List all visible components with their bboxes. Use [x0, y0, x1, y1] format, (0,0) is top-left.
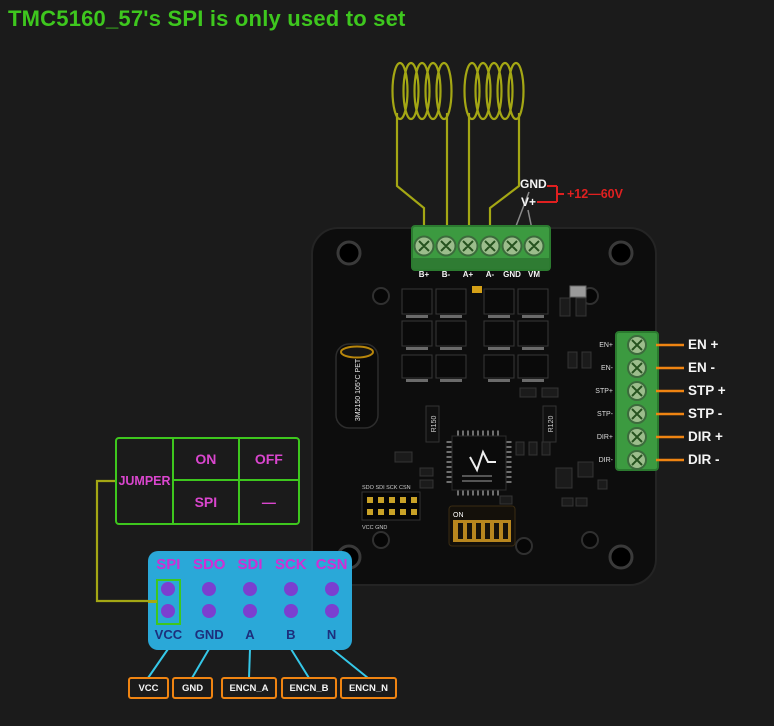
jumper-wire — [95, 479, 149, 603]
terminal-label-a-plus: A+ — [462, 270, 474, 279]
spi-pin-header: SDO SDI SCK CSN VCC GND — [361, 485, 421, 531]
voltage-range-label: +12—60V — [567, 187, 623, 201]
spi-col-label: SPI — [156, 556, 181, 573]
smd-parts — [394, 297, 608, 507]
chip-logo — [469, 449, 496, 473]
spi-pin-label: B — [286, 627, 296, 642]
pin-hole — [202, 604, 217, 618]
jumper-cell-off: OFF — [239, 439, 298, 481]
gnd-label: GND — [520, 177, 547, 191]
pin-hole — [324, 582, 339, 596]
driver-chip — [446, 430, 512, 496]
dip-on-label: ON — [453, 512, 464, 519]
pin-hole — [202, 582, 217, 596]
spi-col-label: SDI — [237, 556, 263, 573]
spi-pin-label: A — [245, 627, 255, 642]
spi-pin-label: VCC — [154, 627, 183, 642]
control-label-dir-minus: DIR - — [688, 452, 720, 467]
pin-hole — [161, 604, 176, 618]
control-terminal-block — [615, 331, 659, 471]
control-pin-lines — [656, 343, 684, 462]
r150-label: R150 — [431, 416, 438, 433]
mounting-hole — [608, 240, 634, 266]
pin-dots-row-1 — [148, 578, 352, 600]
header-silkscreen-bottom: VCC GND — [362, 525, 387, 531]
resistor-arrays: R150 R120 — [425, 405, 557, 443]
r120-label: R120 — [548, 416, 555, 433]
control-silkscreen: EN+ EN- STP+ STP- DIR+ DIR- — [595, 342, 613, 464]
mounting-hole — [608, 544, 634, 570]
mounting-hole — [336, 240, 362, 266]
encoder-lines — [147, 648, 369, 679]
terminal-label-b-plus: B+ — [418, 270, 430, 279]
control-label-en-plus: EN + — [688, 337, 719, 352]
encoder-box-gnd: GND — [172, 677, 213, 699]
terminal-label-b-minus: B- — [441, 270, 451, 279]
spi-col-label: CSN — [315, 556, 348, 573]
encoder-box-vcc: VCC — [128, 677, 169, 699]
jumper-table: JUMPER ON OFF SPI — — [115, 437, 300, 525]
pin-hole — [283, 582, 298, 596]
jumper-table-header: JUMPER — [117, 439, 174, 523]
pin-hole — [242, 582, 257, 596]
jumper-wire-stub — [148, 600, 157, 603]
control-label-stp-minus: STP - — [688, 406, 723, 421]
pin-hole — [242, 604, 257, 618]
pin-hole — [283, 604, 298, 618]
mounting-hole — [515, 537, 533, 555]
svg-text:DIR+: DIR+ — [597, 434, 613, 441]
capacitor: 3M2150 105°C PET — [335, 343, 379, 429]
spi-table-top-row: SPI SDO SDI SCK CSN — [148, 551, 352, 578]
smd-yellow — [472, 286, 482, 293]
spi-pin-label: GND — [194, 627, 224, 642]
control-label-dir-plus: DIR + — [688, 429, 723, 444]
terminal-label-gnd: GND — [503, 270, 521, 279]
dip-switch: ON — [448, 505, 516, 547]
svg-text:STP-: STP- — [597, 411, 614, 418]
svg-text:DIR-: DIR- — [599, 457, 614, 464]
vplus-label: V+ — [521, 195, 537, 209]
mosfet-leads — [406, 315, 544, 382]
svg-text:EN+: EN+ — [599, 342, 613, 349]
svg-text:STP+: STP+ — [595, 388, 613, 395]
terminal-label-vm: VM — [528, 270, 540, 279]
page-title: TMC5160_57's SPI is only used to set — [8, 6, 406, 31]
voltage-bracket — [537, 185, 564, 203]
control-label-en-minus: EN - — [688, 360, 715, 375]
terminal-label-a-minus: A- — [485, 270, 495, 279]
motor-coils — [391, 61, 525, 236]
svg-text:EN-: EN- — [601, 365, 614, 372]
spi-col-label: SDO — [192, 556, 226, 573]
pin-dots-row-2 — [148, 600, 352, 622]
mounting-hole — [581, 531, 599, 549]
jumper-cell-spi: SPI — [174, 481, 240, 523]
mounting-hole — [372, 287, 390, 305]
control-label-stp-plus: STP + — [688, 383, 726, 398]
encoder-box-encn-n: ENCN_N — [340, 677, 397, 699]
pin-hole — [161, 582, 176, 596]
header-silkscreen-top: SDO SDI SCK CSN — [362, 485, 411, 491]
encoder-box-encn-a: ENCN_A — [221, 677, 277, 699]
spi-pinout-table: SPI SDO SDI SCK CSN VCC GND A B N — [148, 551, 352, 650]
spi-pin-label: N — [326, 627, 337, 642]
encoder-box-encn-b: ENCN_B — [281, 677, 337, 699]
spi-column-highlight — [156, 579, 181, 625]
jumper-cell-on: ON — [174, 439, 240, 481]
mounting-hole — [372, 531, 390, 549]
mosfet-array — [401, 288, 549, 379]
spi-col-label: SCK — [274, 556, 307, 573]
pin-hole — [324, 604, 339, 618]
jumper-cell-dash: — — [261, 494, 276, 510]
capacitor-text: 3M2150 105°C PET — [354, 358, 362, 421]
spi-table-bottom-row: VCC GND A B N — [148, 627, 352, 642]
smd-silver — [569, 285, 587, 298]
motor-terminal-block — [411, 225, 551, 271]
